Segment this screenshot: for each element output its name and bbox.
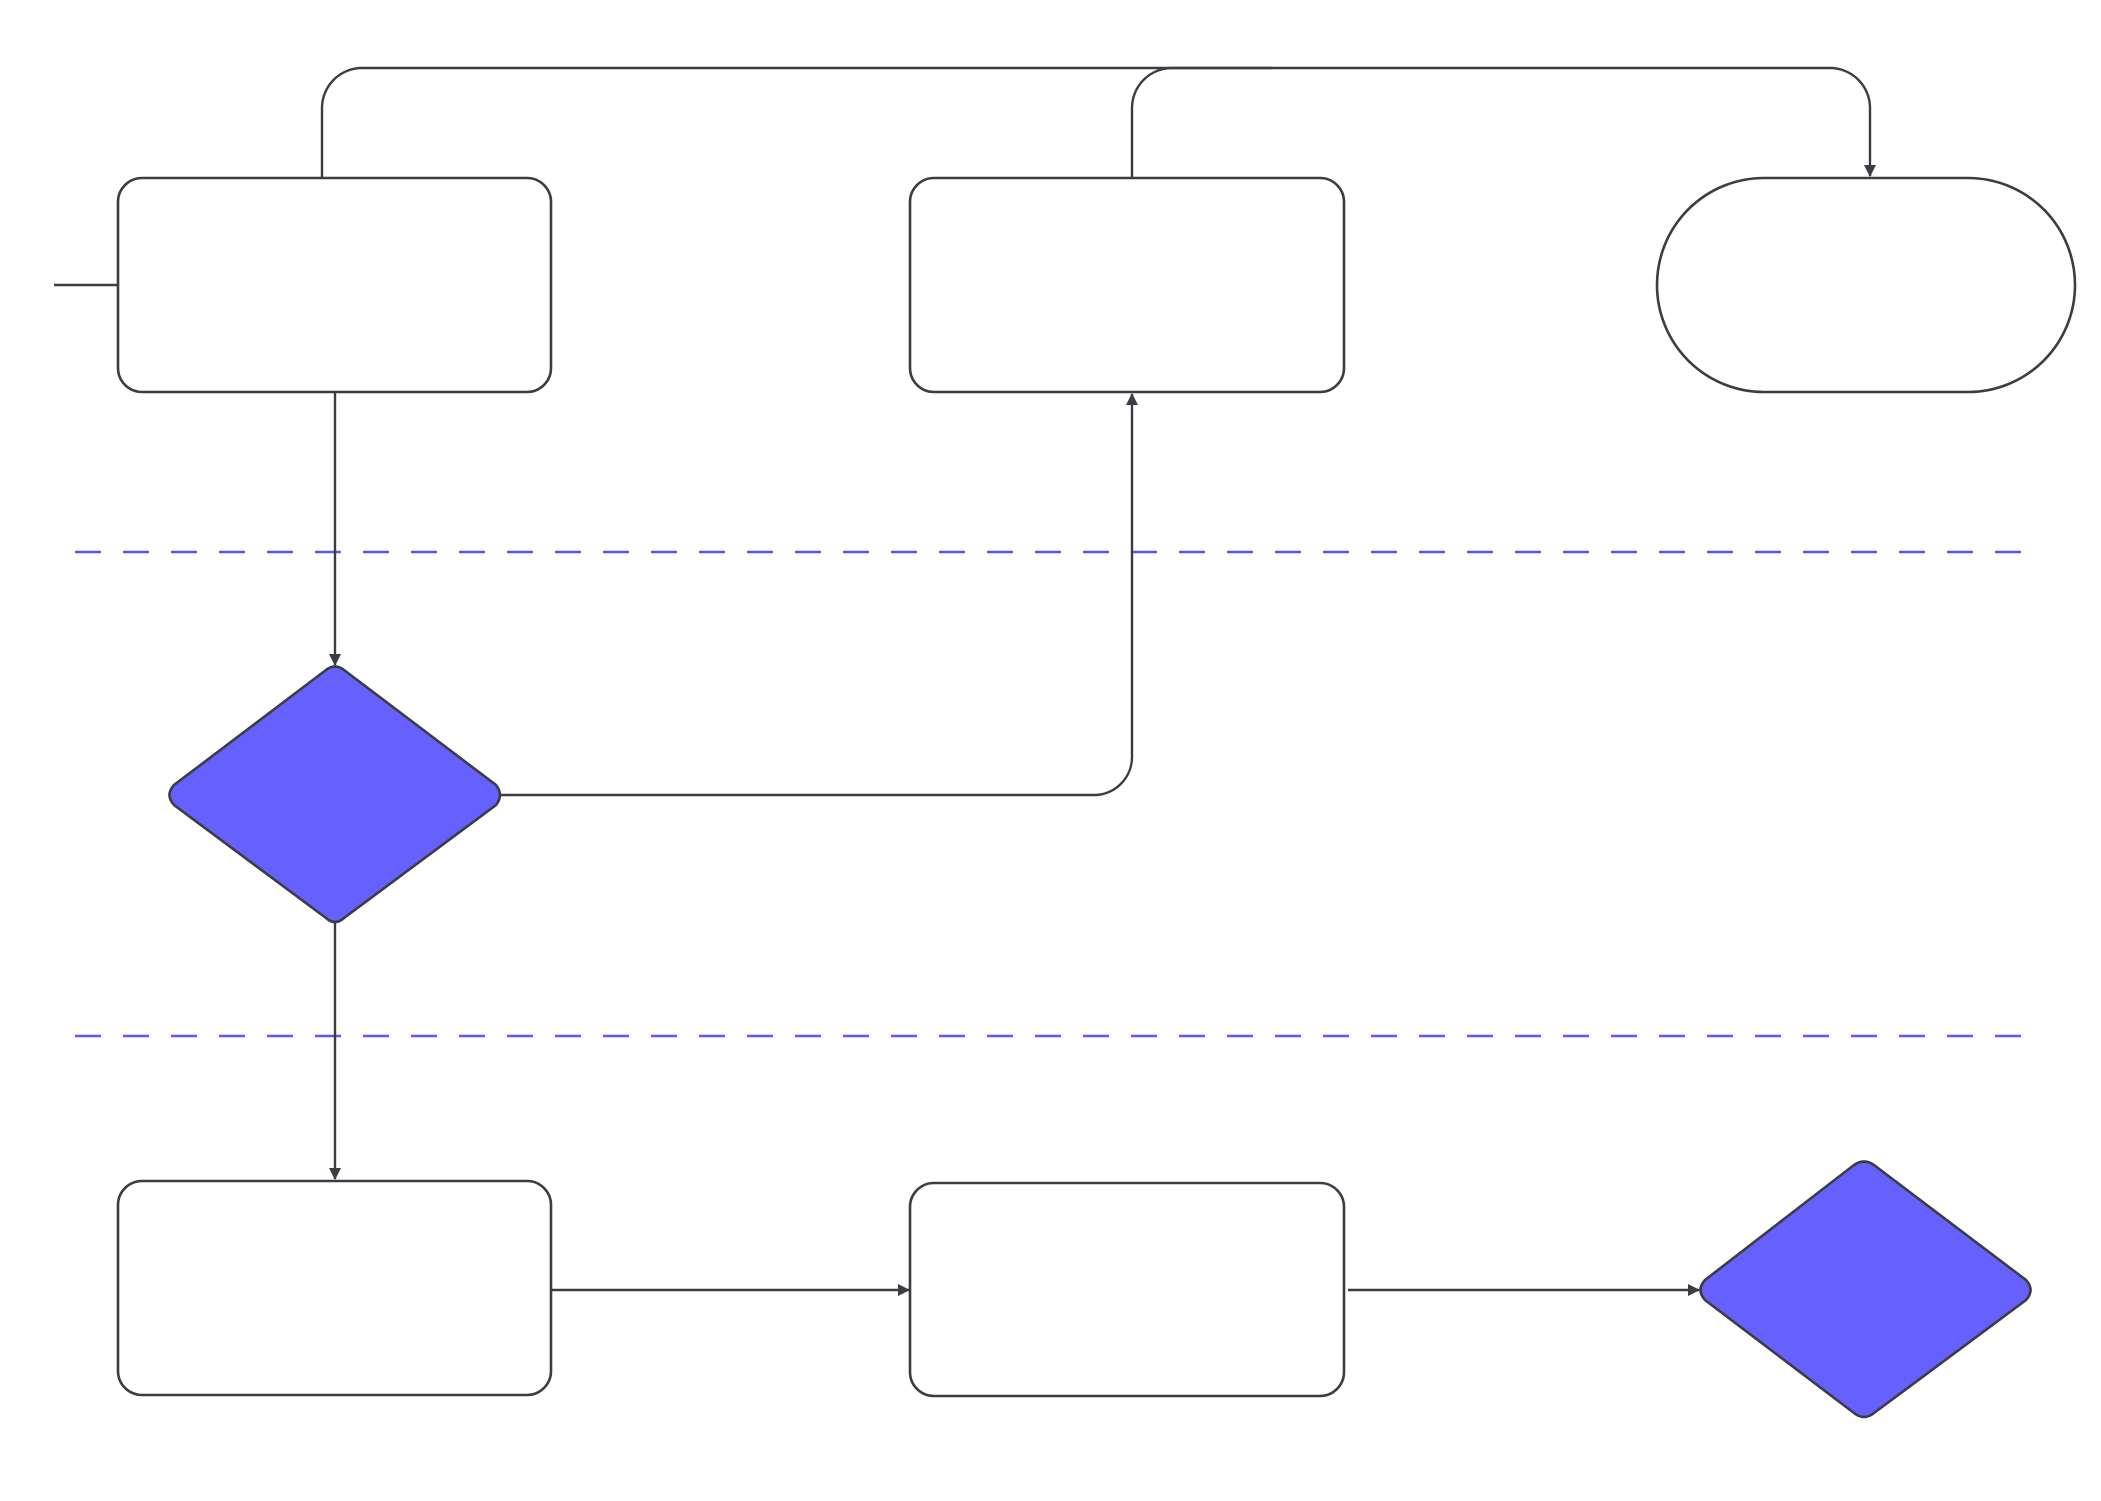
connector-decision-1-to-process-2[interactable] — [500, 393, 1138, 797]
decision-node-1[interactable] — [168, 665, 502, 924]
process-node-2[interactable] — [908, 176, 1346, 394]
decision-node-2[interactable] — [1699, 1160, 2032, 1419]
connector-process-1-to-terminator[interactable] — [320, 66, 1876, 178]
terminator-node[interactable] — [1655, 176, 2077, 394]
process-node-1[interactable] — [116, 176, 553, 394]
connector-process-2-to-topline[interactable] — [1130, 66, 1272, 178]
process-node-4[interactable] — [908, 1181, 1346, 1398]
process-node-3[interactable] — [116, 1179, 553, 1397]
